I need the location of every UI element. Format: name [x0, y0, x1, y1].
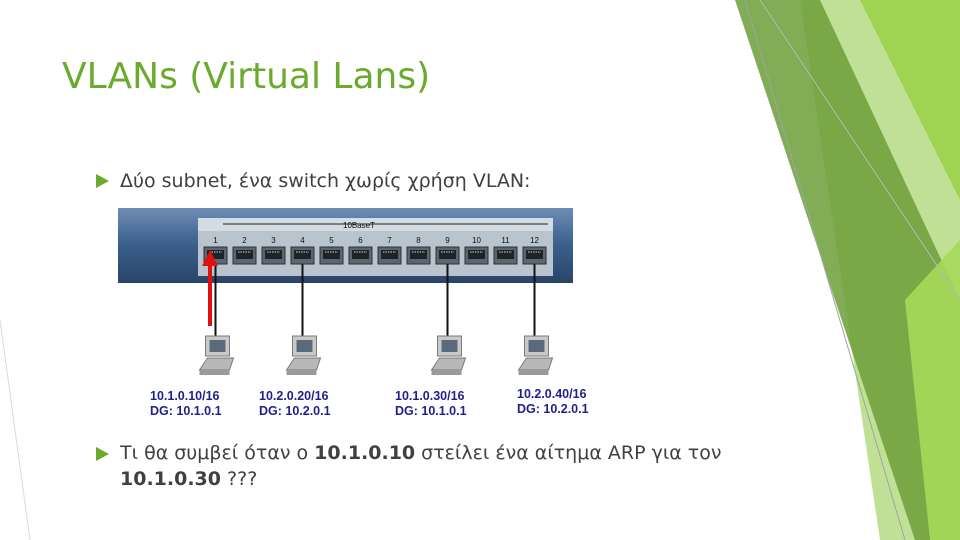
port-number-1: 1: [213, 236, 218, 245]
port-socket-12: [526, 250, 543, 259]
pc-base: [517, 357, 554, 371]
port-socket-9: [439, 250, 456, 259]
bullet-2-prefix: Τι θα συμβεί όταν ο: [120, 442, 315, 464]
computer-icon: [430, 335, 467, 375]
computer-icon: [517, 335, 554, 375]
host-4-gateway: DG: 10.2.0.1: [517, 402, 589, 416]
host-2-gateway: DG: 10.2.0.1: [259, 404, 331, 418]
port-socket-4: [294, 250, 311, 259]
host-3-gateway: DG: 10.1.0.1: [395, 404, 467, 418]
port-socket-7: [381, 250, 398, 259]
pc-screen: [296, 340, 313, 352]
host-3-ip: 10.1.0.30/16: [395, 389, 465, 403]
computer-icon: [198, 335, 235, 375]
bullet-arrow-icon: [96, 447, 109, 461]
port-number-3: 3: [271, 236, 276, 245]
deco-shape-dark: [735, 0, 960, 540]
port-socket-10: [468, 250, 485, 259]
pc-screen: [528, 340, 545, 352]
host-1-ip: 10.1.0.10/16: [150, 389, 220, 403]
host-4-label: 10.2.0.40/16 DG: 10.2.0.1: [517, 387, 589, 417]
pc-keyboard: [286, 370, 317, 375]
pc-base: [198, 357, 235, 371]
pc-screen: [441, 340, 458, 352]
port-socket-5: [323, 250, 340, 259]
port-socket-8: [410, 250, 427, 259]
deco-shape-bright: [860, 0, 960, 200]
port-number-4: 4: [300, 236, 305, 245]
pc-base: [430, 357, 467, 371]
host-3-label: 10.1.0.30/16 DG: 10.1.0.1: [395, 389, 467, 419]
bullet-2-middle: στείλει ένα αίτημα ARP για τον: [415, 442, 722, 464]
port-number-2: 2: [242, 236, 247, 245]
pc-screen: [209, 340, 226, 352]
port-number-5: 5: [329, 236, 334, 245]
pc-keyboard: [518, 370, 549, 375]
port-number-12: 12: [530, 236, 539, 245]
bullet-1-text: Δύο subnet, ένα switch χωρίς χρήση VLAN:: [120, 170, 531, 192]
deco-shape-bottom: [905, 240, 960, 540]
bullet-arrow-icon: [96, 174, 109, 188]
bullet-point-2: Τι θα συμβεί όταν ο 10.1.0.10 στείλει έν…: [96, 440, 786, 492]
port-number-6: 6: [358, 236, 363, 245]
host-4-ip: 10.2.0.40/16: [517, 387, 587, 401]
bullet-point-1: Δύο subnet, ένα switch χωρίς χρήση VLAN:: [96, 168, 786, 194]
bullet-2-suffix: ???: [220, 468, 258, 490]
port-number-10: 10: [472, 236, 481, 245]
port-socket-2: [236, 250, 253, 259]
deco-line-2: [759, 0, 960, 301]
port-socket-11: [497, 250, 514, 259]
deco-line-3: [0, 319, 31, 540]
deco-line-1: [744, 0, 906, 540]
host-1-label: 10.1.0.10/16 DG: 10.1.0.1: [150, 389, 222, 419]
bullet-2-src-ip: 10.1.0.10: [314, 442, 416, 464]
computer-icon: [285, 335, 322, 375]
host-2-label: 10.2.0.20/16 DG: 10.2.0.1: [259, 389, 331, 419]
pc-keyboard: [199, 370, 230, 375]
bullet-2-dst-ip: 10.1.0.30: [120, 468, 221, 490]
port-socket-6: [352, 250, 369, 259]
port-socket-1: [207, 250, 224, 259]
host-1-gateway: DG: 10.1.0.1: [150, 404, 222, 418]
slide-title: VLANs (Virtual Lans): [62, 56, 431, 97]
switch-label: 10BaseT: [343, 221, 375, 230]
port-socket-3: [265, 250, 282, 259]
port-number-9: 9: [445, 236, 450, 245]
pc-keyboard: [431, 370, 462, 375]
host-2-ip: 10.2.0.20/16: [259, 389, 329, 403]
port-number-7: 7: [387, 236, 392, 245]
port-number-11: 11: [501, 236, 510, 245]
pc-base: [285, 357, 322, 371]
bullet-2-text: Τι θα συμβεί όταν ο 10.1.0.10 στείλει έν…: [120, 440, 786, 492]
port-number-8: 8: [416, 236, 421, 245]
